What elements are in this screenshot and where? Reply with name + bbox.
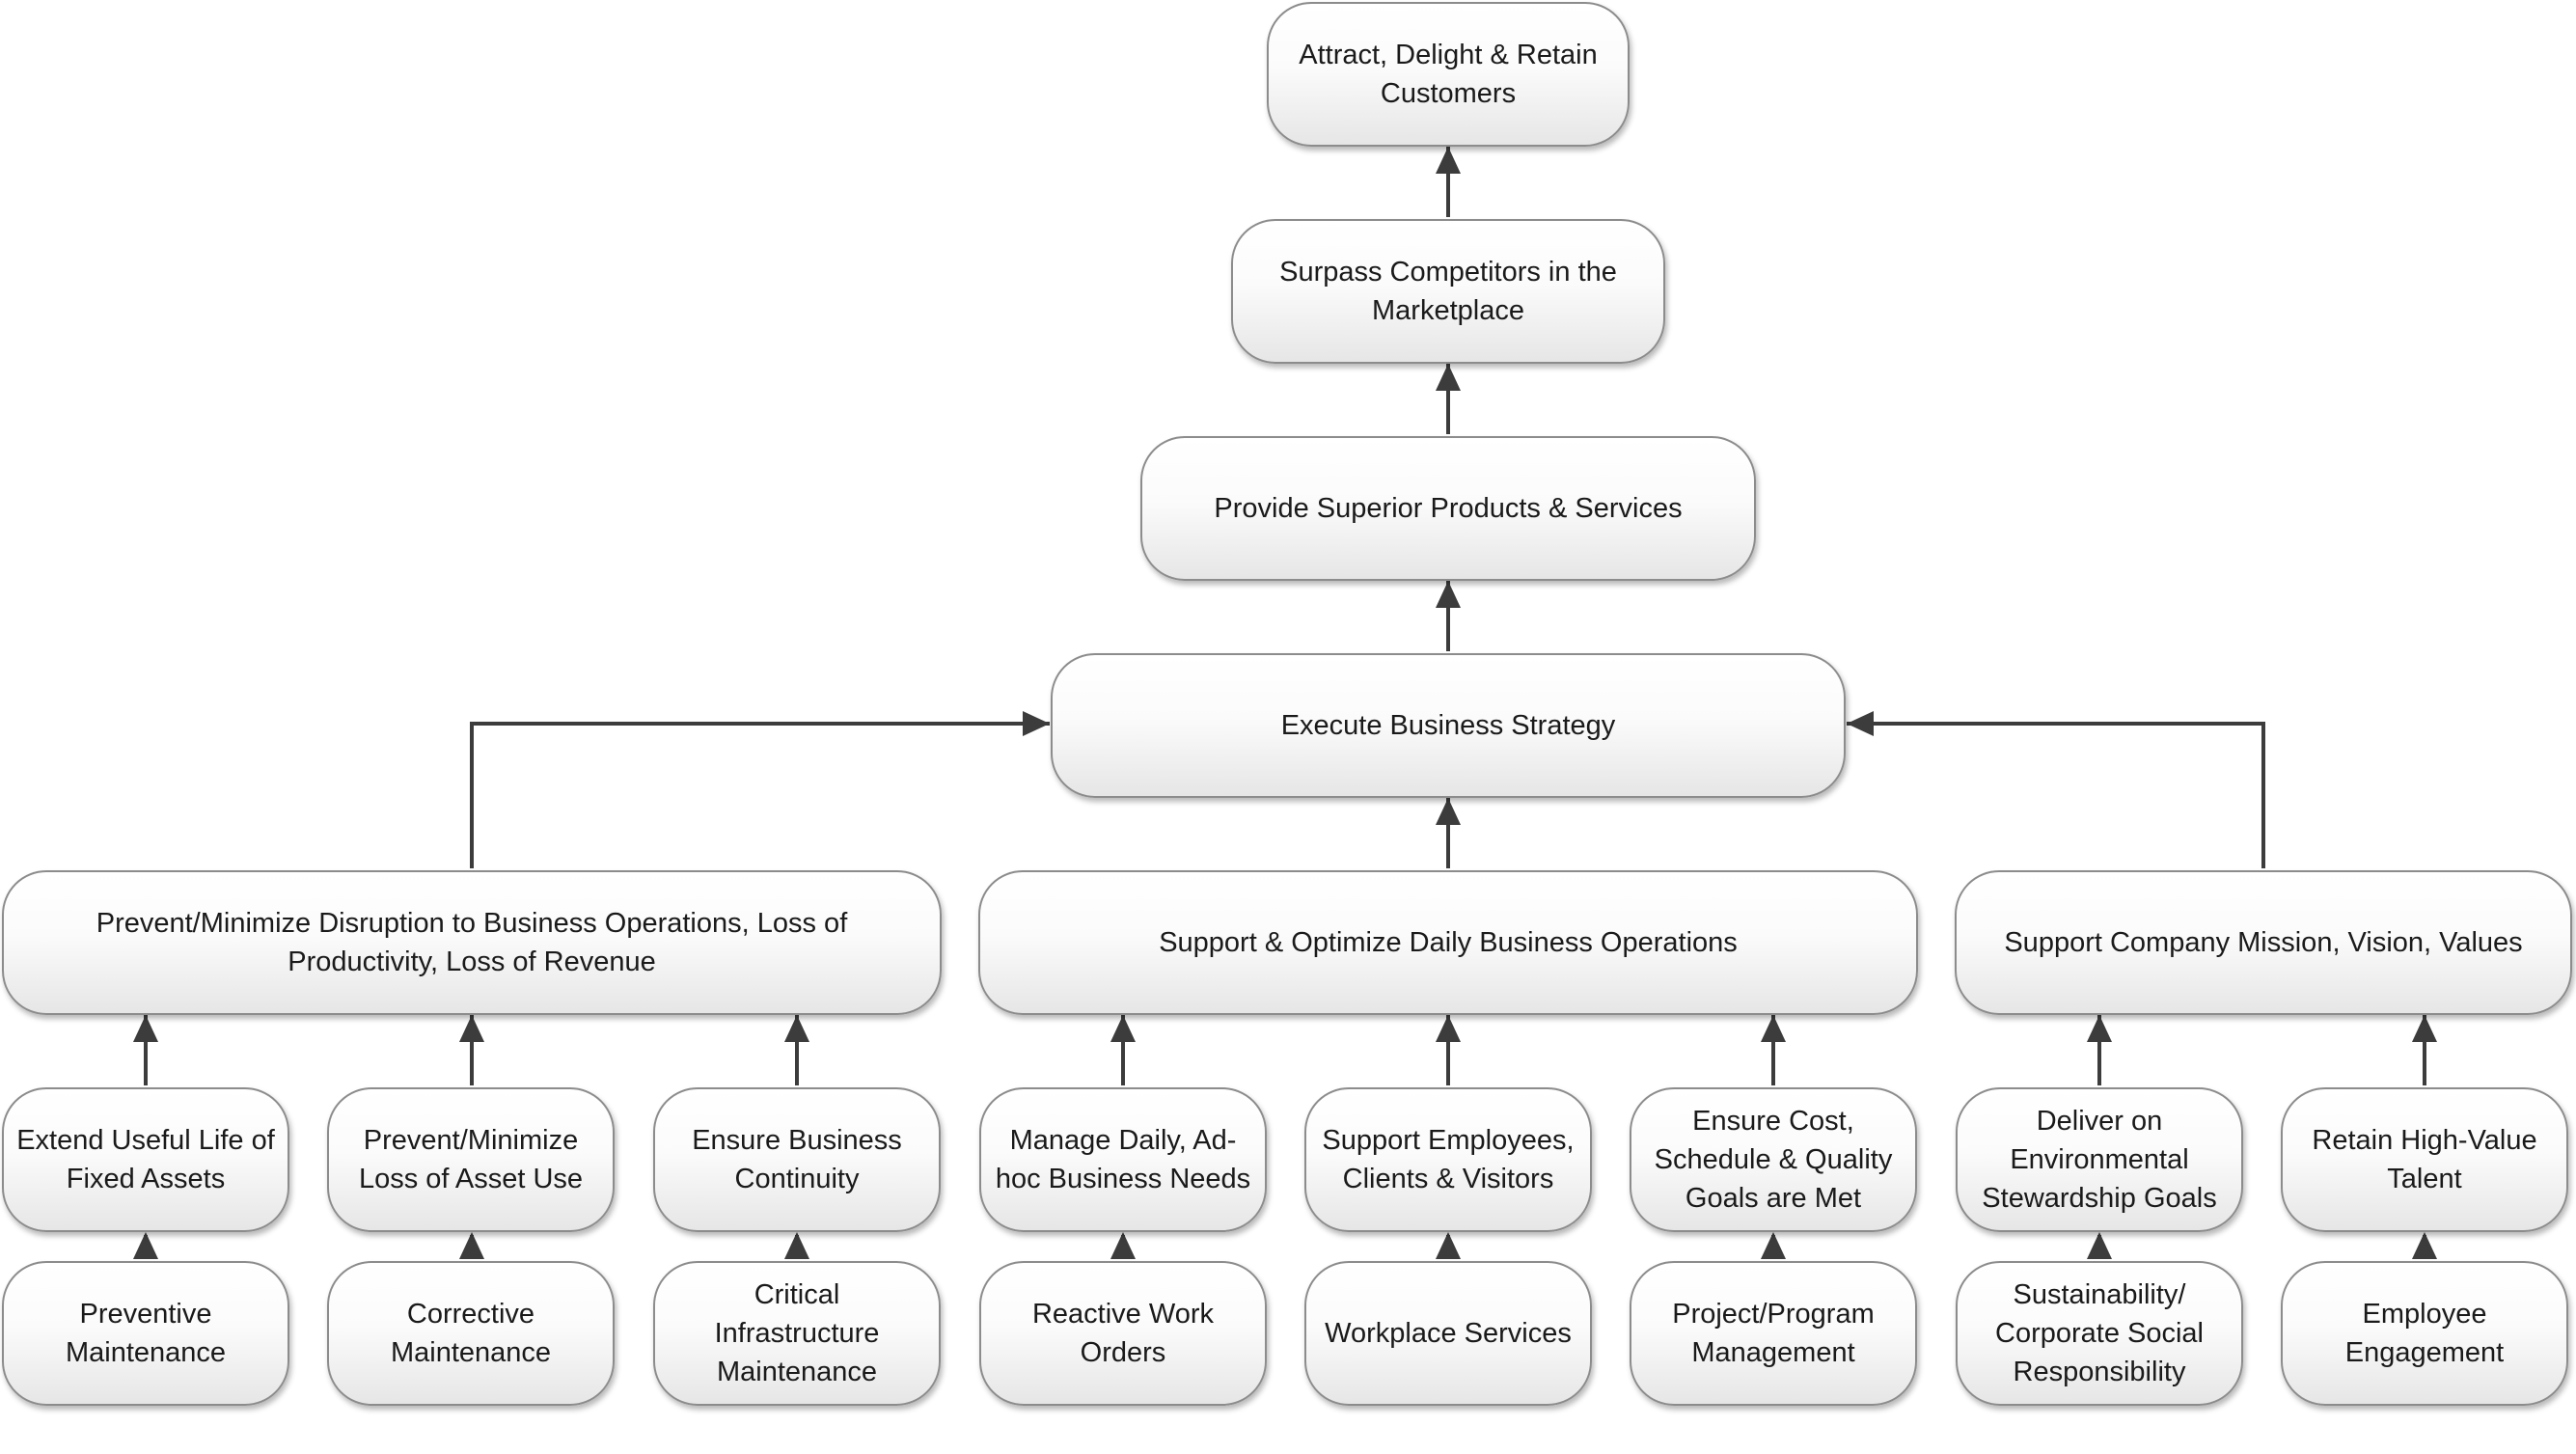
node-label: Support & Optimize Daily Business Operat… [1159, 927, 1738, 958]
node-retain-talent: Retain High-Value Talent [2281, 1087, 2568, 1232]
node-label: Project/Program Management [1672, 1299, 1875, 1368]
node-label: Critical Infrastructure Maintenance [714, 1279, 880, 1387]
node-execute-business-strategy: Execute Business Strategy [1051, 653, 1846, 798]
arrowheads [133, 147, 2437, 1259]
node-support-optimize-operations: Support & Optimize Daily Business Operat… [978, 870, 1918, 1015]
node-label: Prevent/Minimize Disruption to Business … [96, 908, 848, 977]
node-label: Corrective Maintenance [390, 1299, 552, 1368]
arrow-prevent-disruption-to-execute [470, 722, 1050, 868]
node-prevent-disruption: Prevent/Minimize Disruption to Business … [2, 870, 942, 1015]
node-label: Reactive Work Orders [1031, 1299, 1215, 1368]
node-provide-superior-products: Provide Superior Products & Services [1140, 436, 1756, 581]
node-ensure-business-continuity: Ensure Business Continuity [653, 1087, 941, 1232]
node-label: Execute Business Strategy [1280, 710, 1616, 741]
node-label: Sustainability/ Corporate Social Respons… [1995, 1279, 2204, 1387]
node-label: Attract, Delight & Retain Customers [1299, 40, 1598, 109]
node-extend-useful-life: Extend Useful Life of Fixed Assets [2, 1087, 289, 1232]
node-sustainability-csr: Sustainability/ Corporate Social Respons… [1956, 1261, 2243, 1406]
node-label: Ensure Business Continuity [692, 1125, 902, 1194]
node-critical-infrastructure: Critical Infrastructure Maintenance [653, 1261, 941, 1406]
node-label: Support Company Mission, Vision, Values [2004, 927, 2523, 958]
node-label: Provide Superior Products & Services [1214, 493, 1683, 524]
node-label: Workplace Services [1325, 1318, 1572, 1349]
arrow-support-mission-to-execute [1847, 722, 2265, 868]
node-label: Manage Daily, Ad-hoc Business Needs [995, 1125, 1251, 1194]
node-workplace-services: Workplace Services [1304, 1261, 1592, 1406]
node-ensure-cost-schedule-quality: Ensure Cost, Schedule & Quality Goals ar… [1630, 1087, 1917, 1232]
node-label: Employee Engagement [2344, 1299, 2505, 1368]
node-label: Retain High-Value Talent [2312, 1125, 2537, 1194]
node-label: Extend Useful Life of Fixed Assets [16, 1125, 275, 1194]
node-attract-customers: Attract, Delight & Retain Customers [1267, 2, 1630, 147]
node-label: Ensure Cost, Schedule & Quality Goals ar… [1654, 1106, 1893, 1214]
node-support-company-mission: Support Company Mission, Vision, Values [1955, 870, 2572, 1015]
node-deliver-environmental-goals: Deliver on Environmental Stewardship Goa… [1956, 1087, 2243, 1232]
node-employee-engagement: Employee Engagement [2281, 1261, 2568, 1406]
node-label: Support Employees, Clients & Visitors [1322, 1125, 1575, 1194]
node-manage-daily-needs: Manage Daily, Ad-hoc Business Needs [979, 1087, 1267, 1232]
node-prevent-asset-loss: Prevent/Minimize Loss of Asset Use [327, 1087, 615, 1232]
node-reactive-work-orders: Reactive Work Orders [979, 1261, 1267, 1406]
node-corrective-maintenance: Corrective Maintenance [327, 1261, 615, 1406]
node-label: Prevent/Minimize Loss of Asset Use [358, 1125, 584, 1194]
node-project-program-management: Project/Program Management [1630, 1261, 1917, 1406]
node-label: Deliver on Environmental Stewardship Goa… [1982, 1106, 2217, 1214]
node-preventive-maintenance: Preventive Maintenance [2, 1261, 289, 1406]
node-label: Preventive Maintenance [65, 1299, 227, 1368]
node-support-employees: Support Employees, Clients & Visitors [1304, 1087, 1592, 1232]
node-label: Surpass Competitors in the Marketplace [1279, 257, 1617, 326]
node-surpass-competitors: Surpass Competitors in the Marketplace [1231, 219, 1665, 364]
